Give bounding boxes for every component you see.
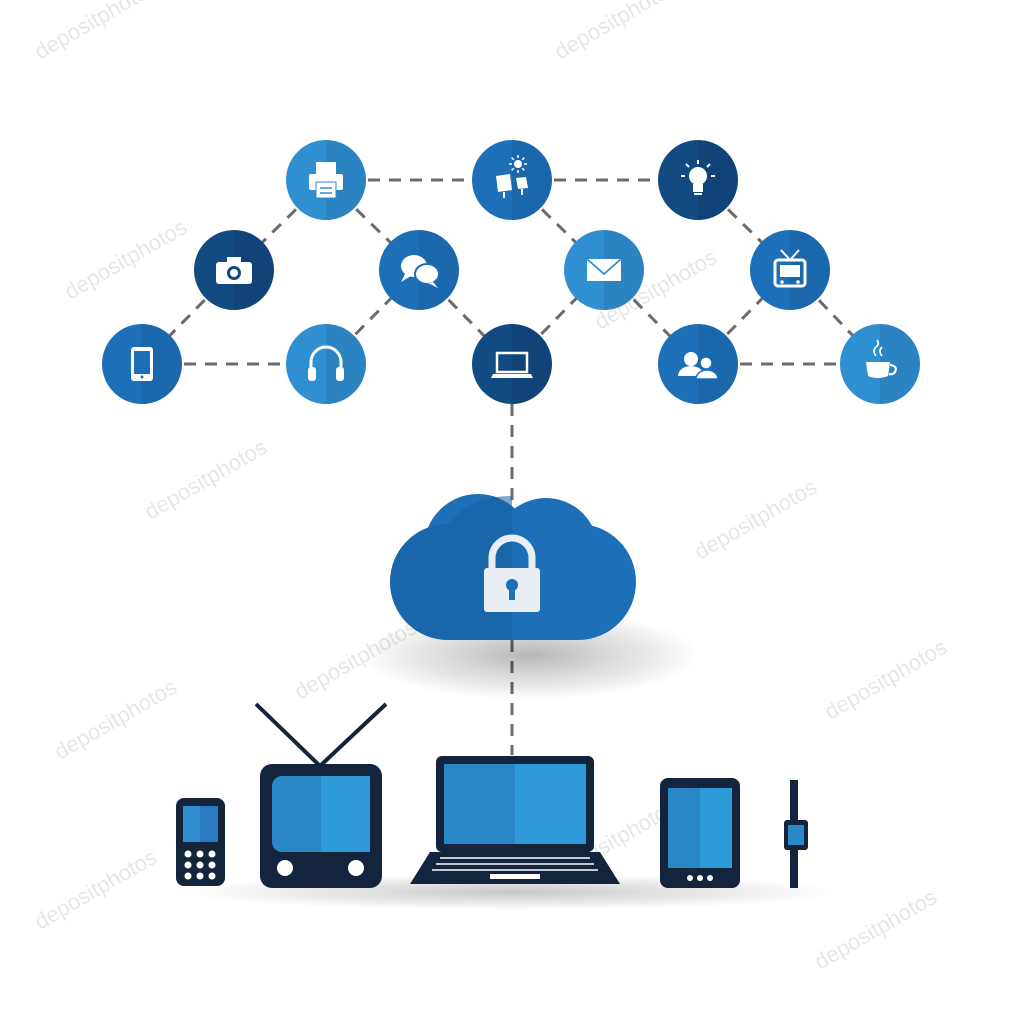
printer-icon xyxy=(309,162,343,199)
network-node-tv xyxy=(750,230,830,310)
network-node-users xyxy=(658,324,738,404)
coffee-cup-icon xyxy=(866,339,897,378)
headphones-icon xyxy=(308,345,344,381)
watermark-text: depositphotos xyxy=(60,214,191,304)
secure-cloud xyxy=(360,494,700,700)
watermark-text: depositphotos xyxy=(50,674,181,764)
network-node-laptop xyxy=(472,324,552,404)
cloud-shape xyxy=(390,494,636,640)
television-icon xyxy=(254,702,388,888)
tablet-icon xyxy=(131,347,153,381)
watermark-text: depositphotos xyxy=(30,844,161,934)
network-node-chat xyxy=(379,230,459,310)
solar-panel-icon xyxy=(496,155,528,198)
tablet-icon xyxy=(660,778,740,888)
network-node-bulb xyxy=(658,140,738,220)
node-circle xyxy=(472,140,552,220)
watermark-text: depositphotos xyxy=(820,634,951,724)
mobile-phone-icon xyxy=(176,798,225,886)
devices-row xyxy=(176,702,808,888)
node-circle xyxy=(658,324,738,404)
watermark-text: depositphotos xyxy=(810,884,941,974)
network-node-tablet xyxy=(102,324,182,404)
watermark-text: depositphotos xyxy=(30,0,161,64)
node-circle xyxy=(472,324,552,404)
network-node-solar xyxy=(472,140,552,220)
smartwatch-icon xyxy=(784,780,808,888)
watermark-text: depositphotos xyxy=(550,0,681,64)
lightbulb-icon xyxy=(681,160,715,195)
network-node-printer xyxy=(286,140,366,220)
network-node-coffee xyxy=(840,324,920,404)
tv-icon xyxy=(773,249,807,288)
network-node-camera xyxy=(194,230,274,310)
camera-icon xyxy=(216,257,252,284)
laptop-icon xyxy=(491,351,533,378)
users-icon xyxy=(678,352,719,380)
watermark-text: depositphotos xyxy=(690,474,821,564)
chat-bubbles-icon xyxy=(401,255,440,288)
watermark-text: depositphotos xyxy=(140,434,271,524)
network-nodes xyxy=(102,140,920,404)
envelope-icon xyxy=(586,258,622,281)
network-node-mail xyxy=(564,230,644,310)
laptop-icon xyxy=(410,756,620,884)
padlock-icon xyxy=(484,534,540,612)
node-circle xyxy=(286,324,366,404)
network-node-headphones xyxy=(286,324,366,404)
